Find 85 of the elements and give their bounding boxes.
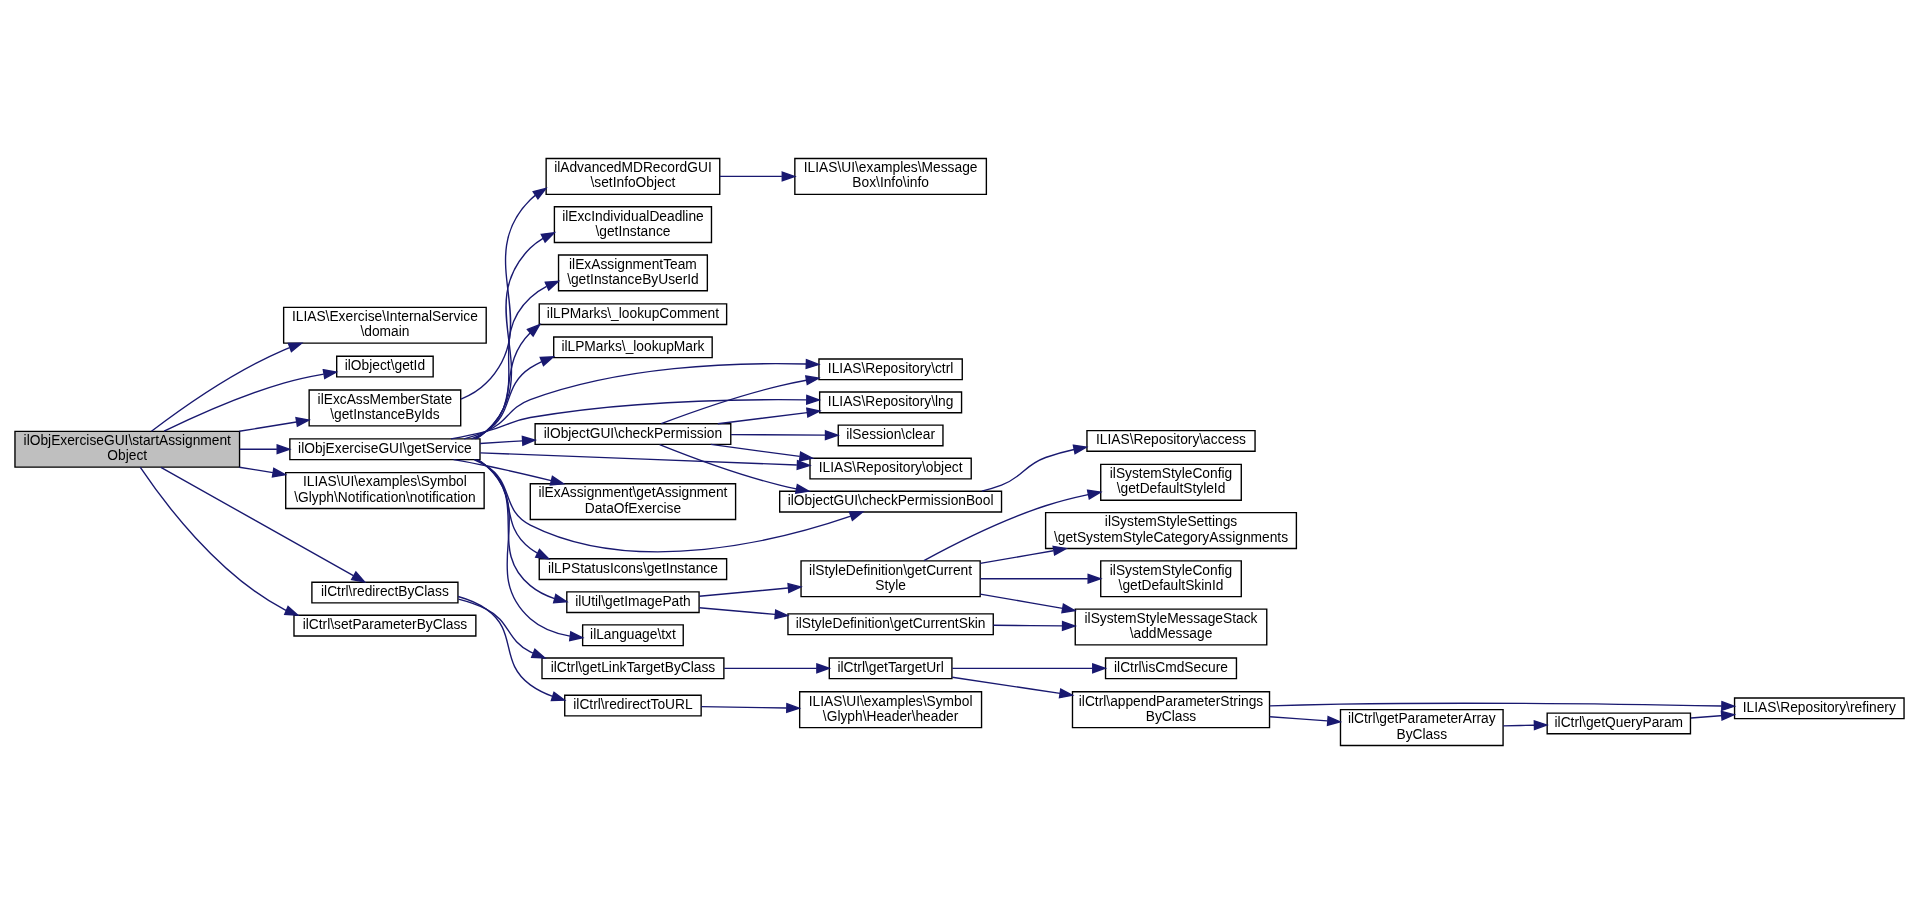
arrow: [473, 323, 542, 440]
arrow: [160, 466, 367, 583]
arrow: [923, 489, 1103, 562]
node-box: ilAdvancedMDRecordGUI \setInfoObject: [545, 157, 721, 196]
arrow: [238, 416, 311, 432]
node-box: ilStyleDefinition\getCurrentSkin: [787, 613, 994, 636]
arrow: [700, 702, 802, 714]
arrow: [470, 356, 556, 440]
arrow: [979, 593, 1077, 614]
arrow: [951, 676, 1075, 699]
arrow: [1269, 700, 1737, 712]
node-box: ilExAssignmentTeam \getInstanceByUserId: [557, 254, 709, 292]
node-box: ilCtrl\getTargetUrl: [828, 657, 953, 680]
node-box: ilCtrl\setParameterByClass: [293, 614, 477, 637]
arrow: [239, 443, 292, 455]
arrow: [717, 407, 822, 425]
arrow: [698, 582, 803, 597]
arrow: [658, 443, 811, 494]
node-box: ilObjExerciseGUI\startAssignment Object: [14, 430, 241, 468]
node-box: ilLanguage\txt: [581, 624, 684, 647]
arrow: [473, 459, 865, 553]
arrow: [979, 545, 1069, 565]
node-box: ilLPMarks\_lookupMark: [553, 336, 713, 359]
node-box: ilObjectGUI\checkPermissionBool: [779, 490, 1003, 513]
node-box: ilCtrl\getQueryParam: [1546, 712, 1692, 735]
arrow: [475, 459, 551, 560]
node-box: ilSystemStyleMessageStack \addMessage: [1074, 608, 1268, 646]
arrow: [479, 452, 812, 471]
arrow: [475, 231, 557, 440]
arrow: [981, 444, 1089, 492]
node-box: ilCtrl\appendParameterStrings ByClass: [1071, 691, 1271, 729]
arrow: [450, 394, 822, 440]
arrow: [474, 280, 561, 440]
node-box: ILIAS\Exercise\InternalService \domain: [282, 306, 487, 344]
node-box: ILIAS\Repository\access: [1086, 429, 1256, 452]
arrow: [710, 443, 815, 462]
arrow: [463, 358, 821, 440]
node-box: ilSession\clear: [837, 424, 944, 447]
arrow: [150, 342, 304, 432]
node-box: ILIAS\UI\examples\Symbol \Glyph\Header\header: [798, 691, 983, 729]
node-box: ilStyleDefinition\getCurrent Style: [800, 560, 981, 598]
node-box: ILIAS\Repository\lng: [818, 391, 963, 414]
node-box: ilCtrl\redirectToURL: [564, 694, 702, 717]
arrow: [460, 187, 548, 400]
arrow: [163, 368, 339, 432]
arrow: [477, 459, 585, 642]
arrow: [730, 429, 840, 441]
arrow: [979, 573, 1103, 585]
arrow: [139, 466, 300, 617]
node-box: ilSystemStyleSettings \getSystemStyleCategoryAssignments: [1044, 511, 1298, 550]
node-box: ILIAS\UI\examples\Message Box\Info\info: [794, 157, 988, 196]
node-box: ilCtrl\getLinkTargetByClass: [541, 657, 725, 680]
node-box: ilExcAssMemberState \getInstanceByIds: [308, 389, 462, 427]
node-box: ilLPMarks\_lookupComment: [538, 303, 728, 326]
arrow: [452, 458, 566, 486]
arrow: [698, 607, 790, 620]
node-box: ilCtrl\getParameterArray ByClass: [1339, 708, 1504, 747]
arrow: [1690, 710, 1737, 721]
node-box: ILIAS\Repository\object: [809, 457, 972, 480]
node-box: ilObjectGUI\checkPermission: [534, 423, 732, 446]
node-box: ilExAssignment\getAssignment DataOfExercise: [529, 483, 737, 521]
arrow: [476, 459, 569, 604]
arrow: [660, 375, 821, 425]
node-box: ilObject\getId: [336, 355, 434, 378]
arrow: [238, 466, 288, 478]
node-box: ILIAS\UI\examples\Symbol \Glyph\Notification\notification: [285, 472, 485, 510]
node-box: ILIAS\Repository\refinery: [1733, 697, 1905, 720]
node-box: ilLPStatusIcons\getInstance: [538, 558, 728, 581]
node-box: ilUtil\getImagePath: [566, 591, 700, 614]
arrow: [457, 598, 547, 659]
node-box: ILIAS\Repository\ctrl: [818, 358, 963, 381]
node-box: ilSystemStyleConfig \getDefaultStyleId: [1100, 463, 1242, 501]
arrow: [457, 595, 567, 702]
arrow: [992, 620, 1078, 632]
node-box: ilExcIndividualDeadline \getInstance: [553, 206, 713, 244]
arrow: [1502, 719, 1549, 731]
node-box: ilSystemStyleConfig \getDefaultSkinId: [1100, 560, 1242, 598]
arrow: [951, 663, 1108, 674]
arrow: [479, 435, 538, 447]
node-box: ilObjExerciseGUI\getService: [289, 438, 481, 461]
node-box: ilCtrl\isCmdSecure: [1104, 657, 1238, 680]
arrow: [719, 171, 797, 182]
arrow: [1269, 715, 1343, 727]
arrow: [723, 663, 832, 674]
node-box: ilCtrl\redirectByClass: [311, 581, 459, 604]
